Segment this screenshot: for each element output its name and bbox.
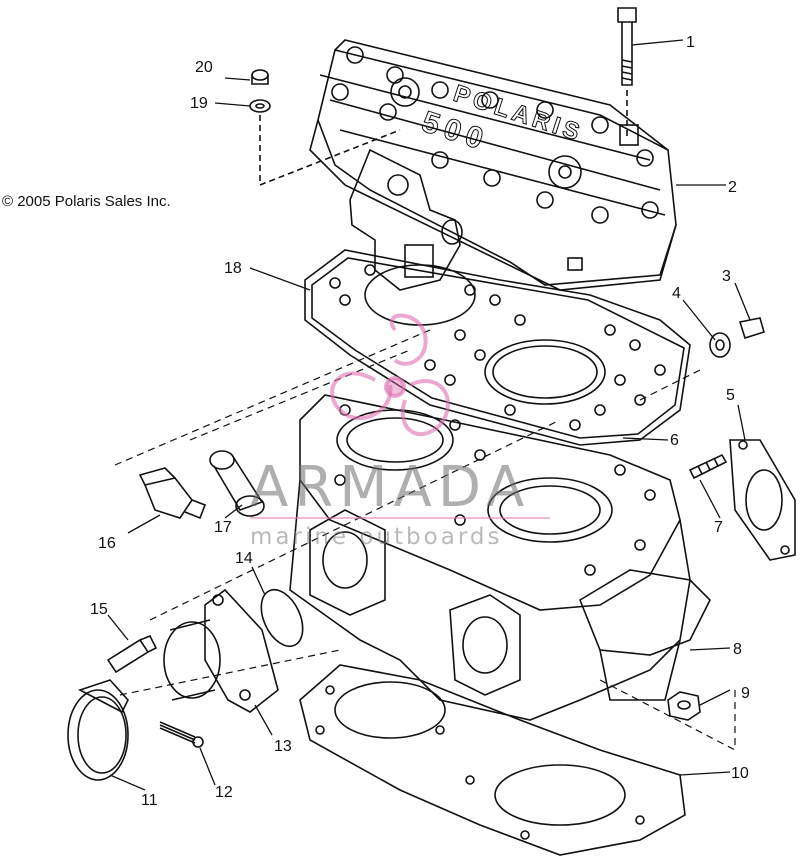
exhaust-stud [688, 453, 728, 480]
callout-11: 11 [141, 792, 158, 809]
callout-13: 13 [274, 738, 292, 755]
callout-2: 2 [728, 179, 737, 196]
water-outlet-housing [349, 148, 463, 291]
exhaust-gasket [729, 439, 796, 561]
hex-nut [667, 691, 701, 721]
watermark-logo-icon [330, 313, 451, 437]
exhaust-clamp [67, 679, 129, 781]
callout-9: 9 [741, 685, 750, 702]
copyright-notice: © 2005 Polaris Sales Inc. [2, 193, 171, 210]
callout-4: 4 [672, 285, 681, 302]
screw-and-washer-right [709, 317, 765, 358]
head-gasket [304, 249, 691, 446]
temperature-fitting [209, 450, 265, 517]
callout-10: 10 [731, 765, 749, 782]
callout-15: 15 [90, 601, 108, 618]
alignment-lines [114, 329, 736, 751]
base-gasket [299, 664, 686, 856]
leader-lines [107, 39, 751, 791]
callout-17: 17 [214, 519, 232, 536]
cylinder-head-cover [309, 39, 677, 291]
callout-20: 20 [195, 59, 213, 76]
exhaust-elbow [163, 588, 279, 713]
callout-12: 12 [215, 784, 233, 801]
callout-14: 14 [235, 550, 253, 567]
callout-7: 7 [714, 519, 723, 536]
screw-and-washer [249, 69, 401, 187]
cylinder-block [289, 394, 711, 721]
o-ring [260, 588, 304, 648]
clamp-screw [159, 721, 204, 748]
callout-5: 5 [726, 387, 735, 404]
callout-18: 18 [224, 260, 242, 277]
callout-19: 19 [190, 95, 208, 112]
clamp-bolt [106, 634, 158, 674]
callout-8: 8 [733, 641, 742, 658]
head-bolt [617, 7, 637, 140]
temperature-sensor [138, 467, 207, 520]
callout-1: 1 [686, 34, 695, 51]
callout-3: 3 [722, 268, 731, 285]
callout-6: 6 [670, 432, 679, 449]
callout-16: 16 [98, 535, 116, 552]
